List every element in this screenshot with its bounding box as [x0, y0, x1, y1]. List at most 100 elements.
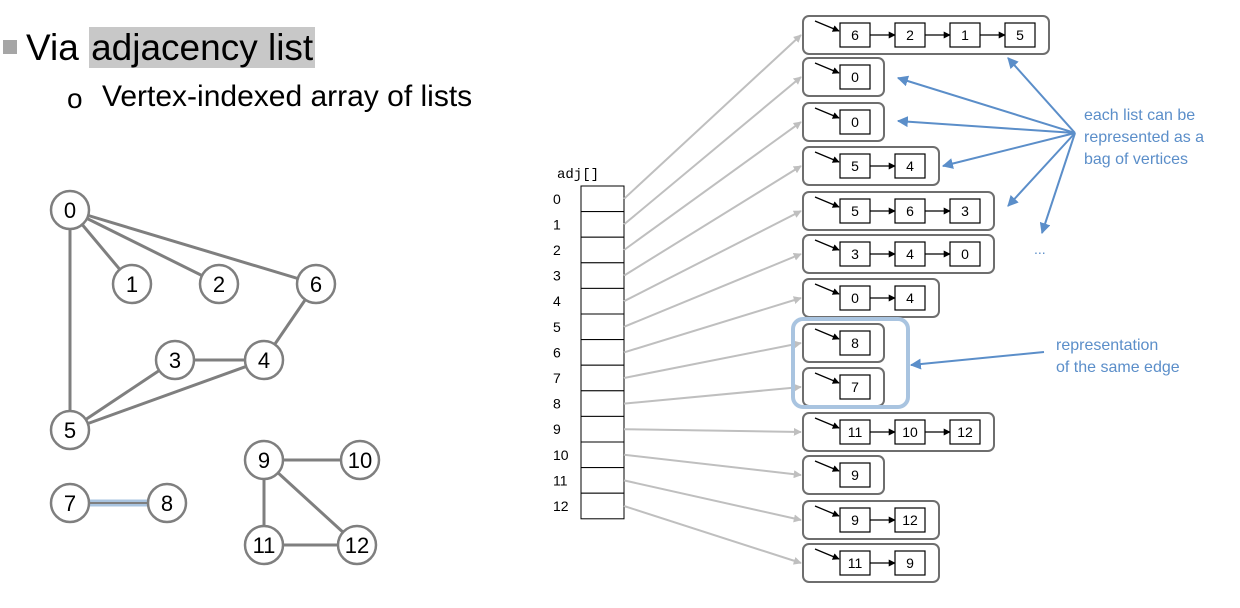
list-node [839, 462, 871, 488]
graph-vertex-label: 12 [345, 533, 369, 558]
list-node-value: 2 [906, 27, 914, 43]
graph-vertex [111, 263, 153, 305]
title-bullet [3, 40, 17, 54]
graph-vertex [243, 524, 285, 566]
list-node [894, 550, 926, 576]
list-node [894, 241, 926, 267]
adj-index: 12 [553, 498, 569, 514]
list-node [839, 285, 871, 311]
list-node-value: 4 [906, 158, 914, 174]
array-to-list-arrow [623, 253, 802, 328]
list-node-value: 11 [848, 424, 863, 440]
array-to-list-arrow [623, 76, 802, 226]
array-to-list-arrow [623, 296, 802, 354]
list-head-pointer [814, 151, 840, 163]
graph-vertex-label: 1 [126, 272, 138, 297]
array-to-list-arrow [623, 427, 802, 436]
graph-vertex-label: 5 [64, 418, 76, 443]
list-node [839, 64, 871, 90]
graph-vertex-label: 9 [258, 448, 270, 473]
graph-vertex-label: 7 [64, 491, 76, 516]
list-node [839, 109, 871, 135]
adj-cell [580, 492, 625, 520]
adj-cell [580, 339, 625, 366]
list-node-value: 9 [906, 555, 914, 571]
bag-annotation-arrow [1007, 132, 1076, 207]
graph-vertex-label: 6 [310, 272, 322, 297]
adj-index: 6 [553, 344, 561, 360]
graph-vertex [243, 339, 285, 381]
edge-annotation-text: of the same edge [1056, 359, 1180, 376]
graph-vertex-label: 10 [348, 448, 372, 473]
bag-annotation-arrow [896, 116, 1076, 134]
list-node-value: 9 [851, 512, 859, 528]
list-node-value: 6 [851, 27, 859, 43]
adj-cell [580, 287, 625, 315]
bag-annotation-arrow [896, 75, 1076, 134]
adj-cell [580, 262, 625, 289]
adj-cell [580, 390, 625, 417]
list-node-value: 0 [961, 246, 969, 262]
subtitle: Vertex-indexed array of lists [102, 80, 473, 113]
list-head-pointer [814, 239, 840, 251]
graph-vertex [336, 524, 378, 566]
graph-vertex [146, 482, 188, 524]
list-node-value: 10 [902, 424, 918, 440]
array-to-list-arrow [623, 479, 802, 523]
graph-edge [69, 358, 176, 432]
list-head-pointer [814, 283, 840, 295]
list-node-value: 8 [851, 335, 859, 351]
list-node [894, 22, 926, 48]
list-head-pointer [814, 372, 840, 384]
graph-vertex [243, 439, 285, 481]
list-node-value: 5 [1016, 27, 1024, 43]
annotation-ellipsis: ... [1034, 241, 1046, 257]
list-node [839, 330, 871, 356]
list-node-value: 12 [902, 512, 918, 528]
list-node-value: 4 [906, 290, 914, 306]
list-head-pointer [814, 505, 840, 517]
adj-index: 10 [553, 447, 569, 463]
adj-cell [580, 185, 625, 213]
graph-vertex [49, 189, 91, 231]
graph-vertex-label: 3 [169, 348, 181, 373]
list-head-pointer [814, 107, 840, 119]
graph-vertex [198, 263, 240, 305]
adj-cell [580, 467, 625, 494]
adj-cell [580, 211, 625, 238]
bag-annotation-arrow [1007, 57, 1076, 134]
adj-index: 5 [553, 319, 561, 335]
array-to-list-arrow [623, 340, 802, 379]
adj-index: 7 [553, 370, 561, 386]
list-node [1004, 22, 1036, 48]
page-title: Via adjacency list [26, 24, 316, 72]
graph-edge [69, 208, 220, 286]
list-node [949, 419, 981, 445]
array-to-list-arrow [623, 210, 802, 303]
list-node-value: 7 [851, 379, 859, 395]
array-to-list-arrow [623, 505, 802, 565]
title-highlight: adjacency list [89, 27, 316, 68]
list-node [949, 198, 981, 224]
bag-annotation-arrow [1039, 132, 1076, 235]
adj-cell [580, 415, 625, 443]
adj-index: 1 [553, 216, 561, 232]
adj-cell [580, 364, 625, 392]
subtitle-bullet: o [67, 83, 83, 114]
edge-annotation-text: representation [1056, 337, 1158, 354]
graph-vertex [295, 263, 337, 305]
list-node-value: 6 [906, 203, 914, 219]
bag-annotation-text: each list can be [1084, 107, 1195, 124]
list-head-pointer [814, 328, 840, 340]
array-pointer-arrows [623, 34, 802, 565]
title-prefix: Via [26, 27, 79, 68]
list-node-value: 11 [848, 555, 863, 571]
graph-vertex-label: 8 [161, 491, 173, 516]
graph-edge [262, 458, 359, 547]
graph-edge [69, 208, 317, 286]
